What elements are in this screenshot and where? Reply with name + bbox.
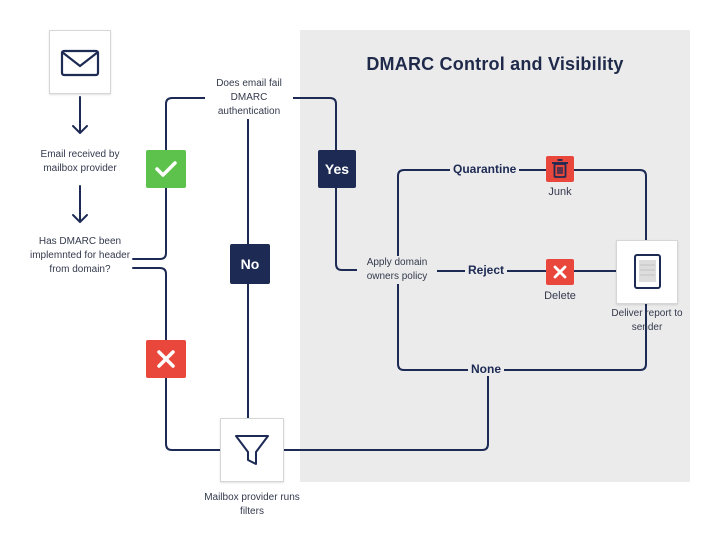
filter-card [220, 418, 284, 482]
line-quarantine [397, 169, 647, 266]
diagram-title: DMARC Control and Visibility [366, 54, 624, 74]
trash-icon [552, 159, 568, 178]
step-implemented: Has DMARC been implemnted for header fro… [29, 236, 131, 275]
x-icon [157, 350, 175, 368]
document-icon [634, 254, 661, 289]
step-filters: Mailbox provider runs filters [204, 492, 300, 517]
step-received: Email received by mailbox provider [40, 149, 120, 174]
junk-badge [546, 156, 574, 182]
outcome-delete: Delete [544, 290, 576, 302]
step-fail-check: Does email fail DMARC authentication [205, 77, 293, 119]
accept-badge [146, 150, 186, 188]
delete-badge [546, 259, 574, 285]
report-card [616, 240, 678, 304]
edge-quarantine: Quarantine [450, 162, 520, 176]
envelope-icon [60, 49, 100, 77]
step-deliver-report: Deliver report to sender [611, 308, 683, 333]
line-none [397, 276, 647, 371]
step-apply-policy: Apply domain owners policy [357, 256, 437, 284]
edge-reject: Reject [465, 263, 508, 277]
check-icon [155, 161, 177, 177]
no-badge: No [230, 244, 270, 284]
arrowhead-1 [72, 125, 88, 134]
funnel-icon [235, 435, 269, 465]
decline-badge [146, 340, 186, 378]
outcome-junk: Junk [548, 186, 572, 198]
line-none-to-filters [283, 369, 489, 451]
yes-badge: Yes [318, 150, 356, 188]
arrowhead-2 [72, 214, 88, 223]
x-icon [553, 265, 567, 279]
edge-none: None [468, 362, 504, 376]
email-card [49, 30, 111, 94]
